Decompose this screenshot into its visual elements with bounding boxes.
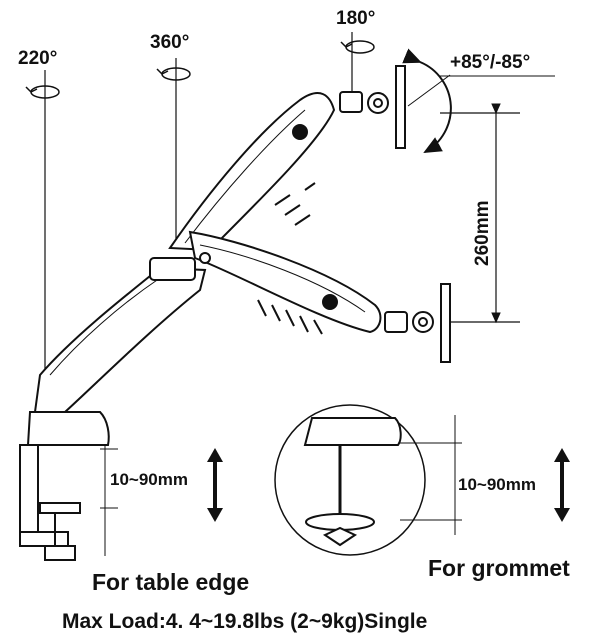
head-rotation-marker bbox=[340, 32, 375, 92]
mid-rotation-marker bbox=[156, 58, 191, 245]
clamp-range-label: 10~90mm bbox=[110, 470, 188, 489]
table-clamp bbox=[19, 411, 110, 561]
grommet-detail bbox=[274, 404, 426, 556]
mid-rotation-label: 360° bbox=[150, 32, 189, 53]
height-dimension bbox=[440, 103, 520, 324]
clamp-range-arrow bbox=[207, 448, 223, 522]
tilt-label: +85°/-85° bbox=[450, 52, 530, 73]
base-arm bbox=[33, 252, 211, 413]
grommet-caption: For grommet bbox=[428, 555, 570, 581]
grommet-range-arrow bbox=[554, 448, 570, 522]
clamp-dimension bbox=[100, 445, 118, 556]
grommet-dimension bbox=[398, 415, 462, 535]
tilt-arc bbox=[402, 48, 555, 153]
head-rotation-label: 180° bbox=[336, 8, 375, 29]
upper-arm bbox=[168, 65, 406, 252]
height-label: 260mm bbox=[472, 201, 493, 267]
lower-arm bbox=[188, 230, 451, 363]
grommet-range-label: 10~90mm bbox=[458, 475, 536, 494]
base-rotation-label: 220° bbox=[18, 48, 57, 69]
max-load-text: Max Load:4. 4~19.8lbs (2~9kg)Single bbox=[62, 610, 427, 633]
table-edge-caption: For table edge bbox=[92, 569, 249, 595]
base-rotation-marker bbox=[25, 70, 60, 400]
